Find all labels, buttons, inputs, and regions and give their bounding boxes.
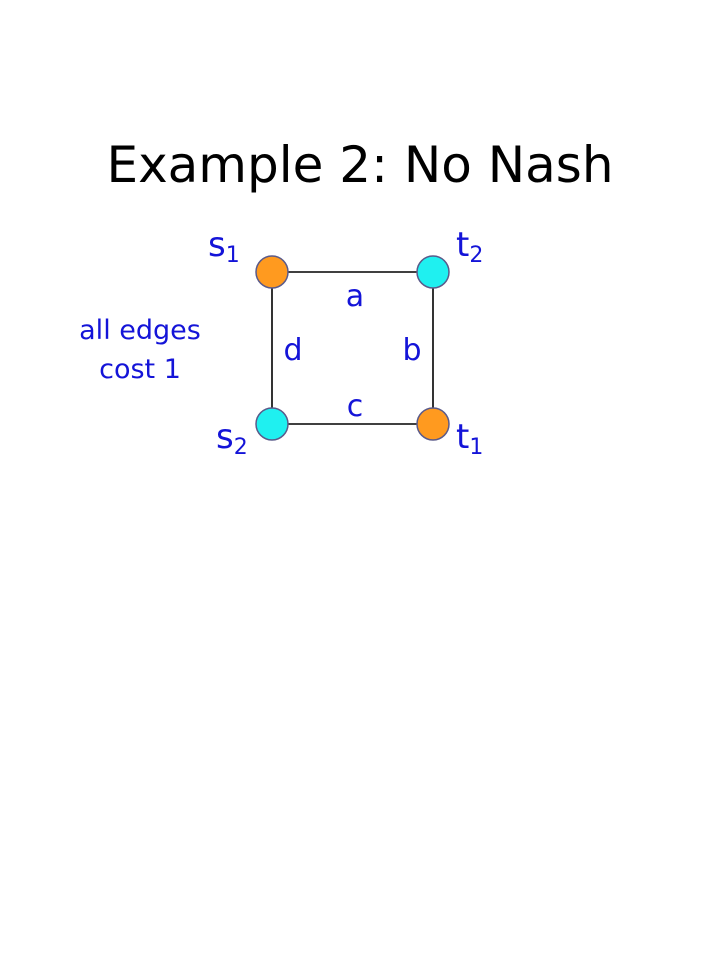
node-s1 [255,255,289,289]
edge-label-b: b [402,333,421,368]
label-s2: s2 [216,417,248,460]
node-t2 [416,255,450,289]
edge-label-c: c [347,389,364,424]
slide-title: Example 2: No Nash [106,136,614,194]
node-s2 [255,407,289,441]
node-t1 [416,407,450,441]
cost-note-line2: cost 1 [99,354,181,385]
label-s1: s1 [208,225,240,268]
edge-label-d: d [283,333,302,368]
cost-note-line1: all edges [79,315,201,346]
edge-label-a: a [346,279,364,314]
label-t1: t1 [456,417,483,460]
label-t2: t2 [456,225,483,268]
